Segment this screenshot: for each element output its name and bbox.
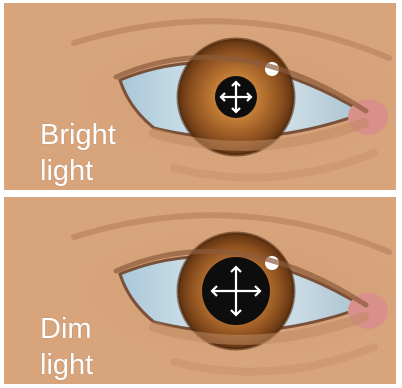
dim-light-panel: Dim light bbox=[4, 197, 396, 384]
dim-light-label: Dim light bbox=[40, 311, 93, 383]
bright-label-line2: light bbox=[40, 153, 116, 189]
bright-light-panel: Bright light bbox=[4, 3, 396, 190]
bright-light-label: Bright light bbox=[40, 117, 116, 189]
dim-label-line1: Dim bbox=[40, 311, 93, 347]
bright-label-line1: Bright bbox=[40, 117, 116, 153]
dim-label-line2: light bbox=[40, 347, 93, 383]
